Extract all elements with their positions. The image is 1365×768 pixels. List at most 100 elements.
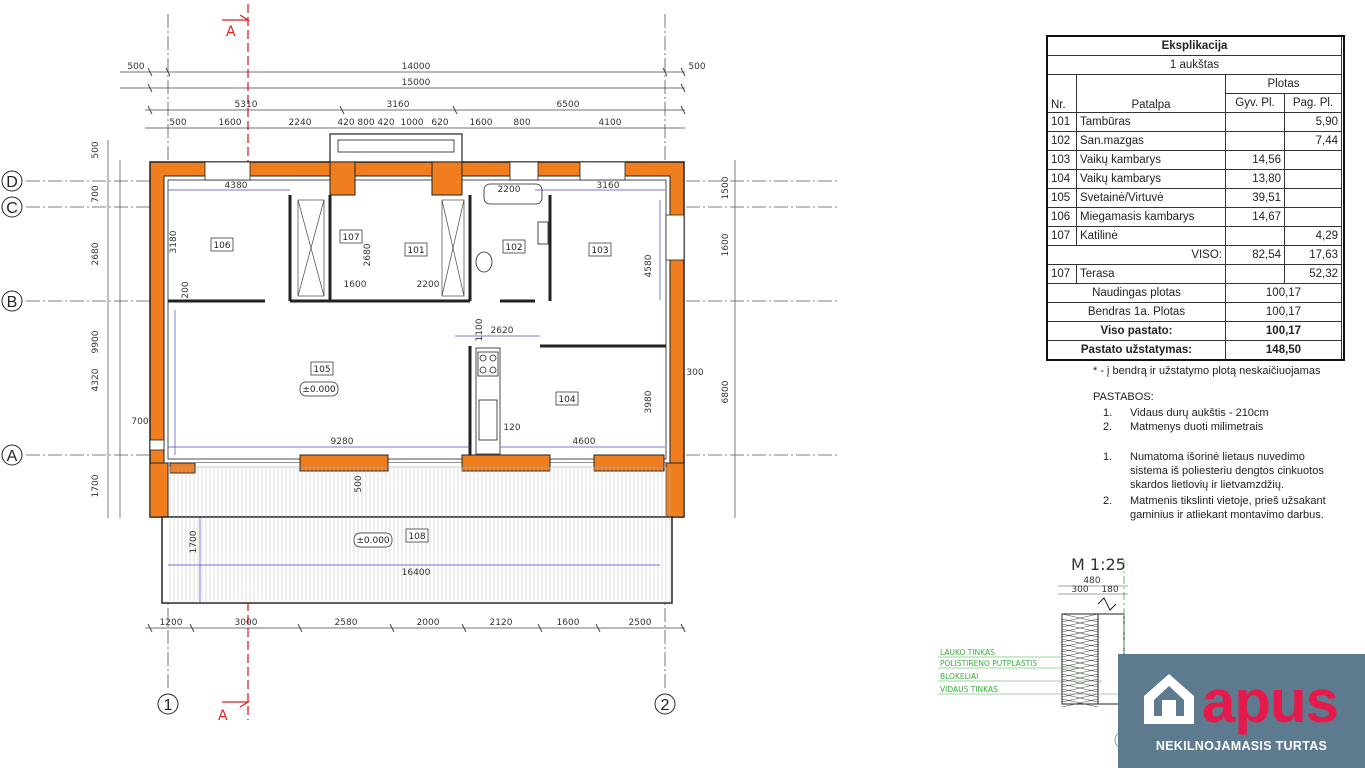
section-mark-bottom: A: [218, 708, 228, 724]
apus-logo: apus NEKILNOJAMASIS TURTAS: [1118, 654, 1365, 768]
wall-detail: [938, 560, 1134, 750]
dim-top-total: 15000: [402, 78, 431, 88]
expl-cell-nr: 106: [1047, 207, 1077, 227]
dim-bottom-4: 2000: [417, 618, 440, 628]
int-dim-3180: 3180: [169, 230, 179, 253]
expl-floor: 1 aukštas: [1047, 55, 1342, 75]
dim-bottom-6: 1600: [557, 618, 580, 628]
dim-top-inner-3: 2240: [289, 118, 312, 128]
dim-right-3: 6800: [721, 380, 731, 403]
note-b1-line1: Numatoma išorinė lietaus nuvedimo: [1130, 451, 1305, 463]
expl-summary-label: Viso pastato:: [1047, 321, 1226, 341]
notes-title: PASTABOS:: [1093, 391, 1154, 403]
int-dim-500: 500: [354, 475, 364, 492]
expl-cell-nr: 105: [1047, 188, 1077, 208]
exterior-walls: [149, 161, 685, 518]
dim-top-inner-10: 800: [513, 118, 530, 128]
grid-label-2: 2: [661, 697, 670, 714]
room-106-label: 106: [213, 241, 230, 251]
dim-top-outer-mid: 14000: [402, 62, 431, 72]
dim-left-6: 1700: [91, 474, 101, 497]
logo-wordmark: apus: [1202, 668, 1339, 735]
expl-cell-living: 39,51: [1225, 188, 1285, 208]
int-dim-2620: 2620: [491, 326, 514, 336]
int-dim-2200: 2200: [417, 280, 440, 290]
expl-terrace-living: [1225, 264, 1285, 284]
layer-label-1: LAUKO TINKAS: [940, 648, 995, 657]
layer-label-2: POLISTIRENO PUTPLASTIS: [940, 659, 1037, 668]
expl-cell-name: Tambūras: [1076, 112, 1226, 132]
expl-cell-name: Svetainė/Virtuvė: [1076, 188, 1226, 208]
int-dim-300: 300: [686, 368, 703, 378]
dim-top-inner-9: 1600: [470, 118, 493, 128]
grid-label-b: B: [7, 294, 18, 311]
dim-bottom-5: 2120: [490, 618, 513, 628]
expl-summary-value: 148,50: [1225, 340, 1342, 360]
note-b1-num: 1.: [1103, 451, 1113, 463]
expl-cell-nr: 102: [1047, 131, 1077, 151]
expl-total-aux: 17,63: [1284, 245, 1342, 265]
dim-left-3: 2680: [91, 242, 101, 265]
int-dim-4580: 4580: [644, 254, 654, 277]
dim-top-mid-1: 5310: [235, 100, 258, 110]
grid-label-d: D: [6, 174, 18, 191]
int-dim-9280: 9280: [331, 437, 354, 447]
dim-top-inner-5: 800: [357, 118, 374, 128]
expl-cell-name: San.mazgas: [1076, 131, 1226, 151]
expl-cell-living: [1225, 131, 1285, 151]
dim-right-1: 1500: [721, 176, 731, 199]
expl-cell-aux: 7,44: [1284, 131, 1342, 151]
expl-total-label: VISO:: [1047, 245, 1226, 265]
dim-top-outer-right: 500: [688, 62, 705, 72]
expl-summary-label: Pastato užstatymas:: [1047, 340, 1226, 360]
dim-top-inner-7: 1000: [401, 118, 424, 128]
expl-cell-aux: 5,90: [1284, 112, 1342, 132]
expl-summary-value: 100,17: [1225, 283, 1342, 303]
int-dim-3980: 3980: [644, 390, 654, 413]
room-102-label: 102: [505, 243, 522, 253]
int-dim-4380: 4380: [225, 181, 248, 191]
expl-area-header: Plotas: [1225, 74, 1342, 94]
logo-subtitle: NEKILNOJAMASIS TURTAS: [1155, 739, 1328, 753]
expl-cell-aux: [1284, 207, 1342, 227]
dim-bottom-7: 2500: [629, 618, 652, 628]
expl-summary-row: Viso pastato:100,17: [1047, 321, 1342, 341]
dim-left-4: 9900: [91, 330, 101, 353]
int-dim-2680: 2680: [363, 243, 373, 266]
int-dim-2200-top: 2200: [498, 185, 521, 195]
note-b2-line2: gaminius ir atliekant montavimo darbus.: [1130, 509, 1324, 521]
detail-dim-180: 180: [1101, 585, 1118, 595]
int-dim-1700: 1700: [189, 530, 199, 553]
note-b2-num: 2.: [1103, 495, 1113, 507]
int-dim-700: 700: [131, 417, 148, 427]
int-dim-16400: 16400: [402, 568, 431, 578]
room-107-label: 107: [342, 233, 359, 243]
expl-terrace-nr: 107: [1047, 264, 1077, 284]
expl-title: Eksplikacija: [1047, 36, 1342, 56]
dim-left-5: 4320: [91, 368, 101, 391]
expl-col-nr: Nr.: [1047, 74, 1077, 113]
expl-summary-value: 100,17: [1225, 321, 1342, 341]
room-108-label: 108: [408, 532, 425, 542]
dim-top-inner-1: 500: [169, 118, 186, 128]
expl-cell-nr: 107: [1047, 226, 1077, 246]
expl-terrace-aux: 52,32: [1284, 264, 1342, 284]
dim-right-2: 1600: [721, 233, 731, 256]
detail-dim-300: 300: [1071, 585, 1088, 595]
expl-cell-nr: 104: [1047, 169, 1077, 189]
level-mark-terrace: ±0.000: [356, 536, 390, 546]
expl-cell-nr: 103: [1047, 150, 1077, 170]
expl-col-aux: Pag. Pl.: [1284, 93, 1342, 113]
expl-cell-name: Vaikų kambarys: [1076, 169, 1226, 189]
expl-summary-label: Naudingas plotas: [1047, 283, 1226, 303]
entrance-step: [337, 139, 455, 153]
int-dim-1100: 1100: [475, 318, 485, 341]
room-103-label: 103: [591, 246, 608, 256]
expl-summary-label: Bendras 1a. Plotas: [1047, 302, 1226, 322]
expl-cell-aux: [1284, 188, 1342, 208]
